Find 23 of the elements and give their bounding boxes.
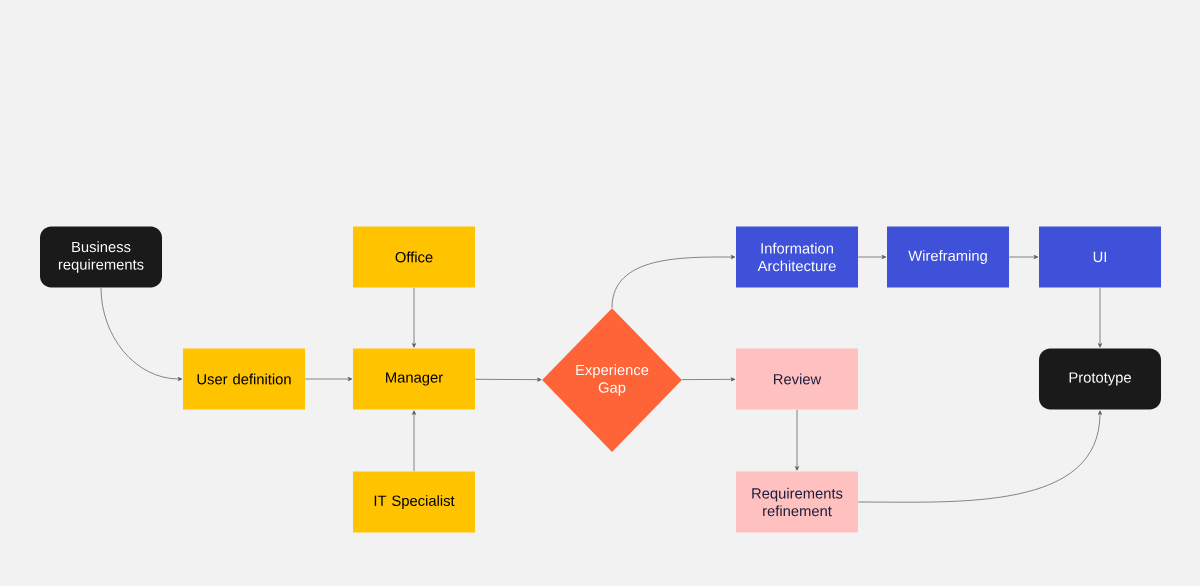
- process-box: Requirements refinement: [736, 471, 858, 533]
- arrow: [100, 287, 183, 381]
- process-box: Manager: [353, 348, 475, 410]
- arrow: [857, 410, 1102, 503]
- process-box: Information Architecture: [736, 226, 858, 288]
- process-box: Review: [736, 348, 858, 410]
- process-box: IT Specialist: [353, 471, 475, 533]
- arrow: [304, 377, 353, 381]
- terminal-box: Business requirements: [40, 226, 162, 288]
- process-box: User definition: [183, 348, 305, 410]
- process-box: Wireframing: [887, 226, 1009, 288]
- arrow: [412, 287, 416, 348]
- arrow: [857, 255, 887, 259]
- process-box: UI: [1039, 226, 1161, 288]
- arrow: [795, 409, 799, 471]
- terminal-box: Prototype: [1039, 348, 1161, 410]
- process-box: Office: [353, 226, 475, 288]
- arrow: [1008, 255, 1039, 259]
- arrow: [1098, 287, 1102, 348]
- arrow: [474, 377, 542, 382]
- arrow: [681, 377, 736, 382]
- arrow: [611, 255, 736, 309]
- arrow: [412, 410, 416, 472]
